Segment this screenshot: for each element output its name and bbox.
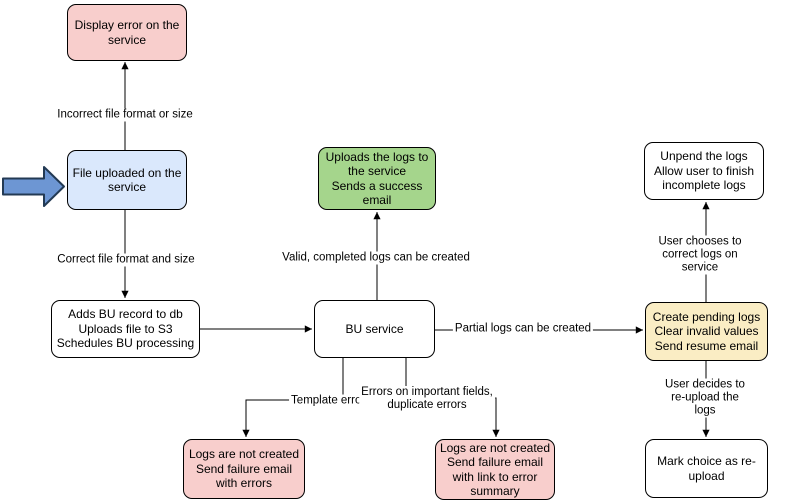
- node-file-uploaded: File uploaded on the service: [67, 150, 187, 210]
- edge-label-valid-completed: Valid, completed logs can be created: [280, 251, 472, 265]
- node-create-pending-logs: Create pending logs Clear invalid values…: [645, 302, 768, 361]
- edge-label-important-fields: Errors on important fields, duplicate er…: [359, 386, 495, 412]
- node-bu-service: BU service: [314, 300, 435, 358]
- node-mark-reupload: Mark choice as re- upload: [645, 439, 768, 498]
- edge-label-partial-logs: Partial logs can be created: [452, 322, 594, 336]
- start-arrow-icon: [2, 166, 65, 207]
- edge-label-incorrect-format: Incorrect file format or size: [55, 108, 195, 122]
- edge-label-user-corrects: User chooses to correct logs on service: [649, 235, 751, 275]
- node-failure-email-errors: Logs are not created Send failure email …: [183, 439, 305, 499]
- node-adds-bu-record: Adds BU record to db Uploads file to S3 …: [51, 300, 200, 358]
- node-unpend-logs: Unpend the logs Allow user to finish inc…: [644, 142, 764, 200]
- node-display-error: Display error on the service: [67, 4, 187, 61]
- edge-label-user-reuploads: User decides to re-upload the logs: [657, 378, 753, 418]
- node-uploads-logs-success: Uploads the logs to the service Sends a …: [318, 147, 436, 210]
- node-failure-email-summary: Logs are not created Send failure email …: [435, 439, 555, 500]
- edge-label-template-errors: Template errors: [289, 394, 373, 408]
- edge-label-correct-format: Correct file format and size: [55, 253, 197, 267]
